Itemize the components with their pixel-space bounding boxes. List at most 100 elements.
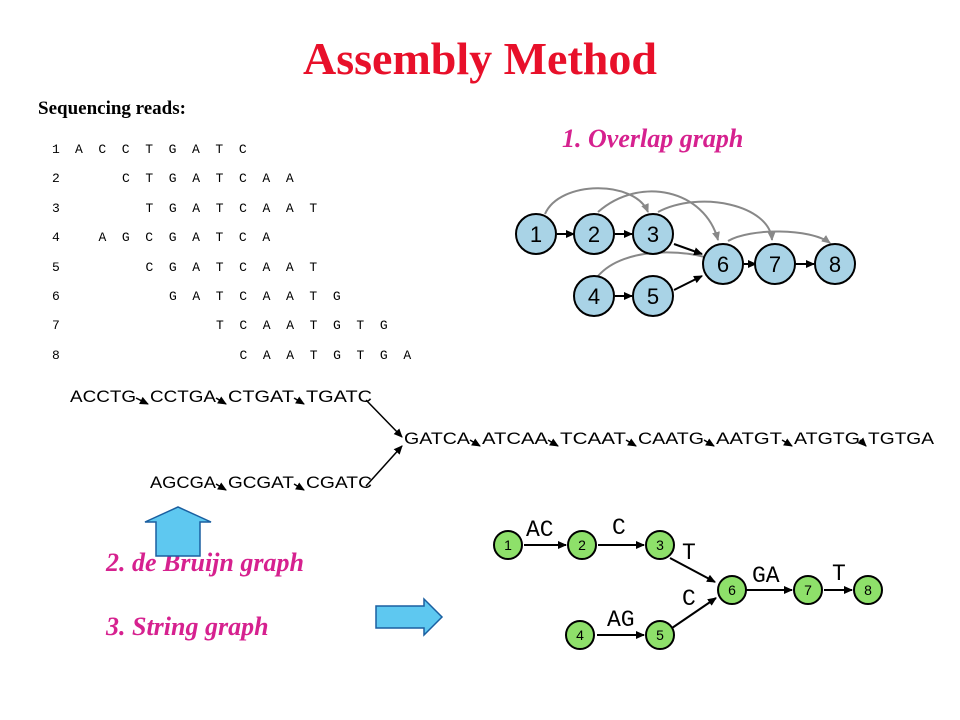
debruijn-top-kmer: CCTGA bbox=[150, 387, 217, 406]
edge-label-7-8: T bbox=[832, 561, 846, 587]
edge-label-2-3: C bbox=[612, 515, 626, 541]
read-sequence: A C C T G A T C bbox=[75, 142, 247, 157]
debruijn-top-arrow bbox=[135, 396, 149, 405]
edge-label-1-2: AC bbox=[526, 517, 554, 543]
overlap-node-7: 7 bbox=[754, 243, 796, 285]
debruijn-merged-arrow bbox=[857, 437, 867, 447]
debruijn-merged-arrow bbox=[781, 438, 793, 447]
reads-heading: Sequencing reads: bbox=[38, 98, 186, 119]
string-node-7: 7 bbox=[793, 575, 823, 605]
node-label: 4 bbox=[576, 627, 584, 643]
string-edge-3-6 bbox=[669, 557, 716, 583]
overlap-edge-2-6 bbox=[597, 190, 720, 241]
node-label: 2 bbox=[578, 537, 586, 553]
overlap-node-1: 1 bbox=[515, 213, 557, 255]
debruijn-bottom-arrow bbox=[215, 482, 227, 491]
debruijn-merged-arrow bbox=[625, 438, 637, 447]
node-label: 8 bbox=[829, 252, 841, 277]
read-number: 1 bbox=[52, 142, 60, 157]
overlap-edge-4-6 bbox=[597, 251, 714, 277]
node-label: 1 bbox=[504, 537, 512, 553]
string-node-6: 6 bbox=[717, 575, 747, 605]
string-node-4: 4 bbox=[565, 620, 595, 650]
overlap-edge-3-7 bbox=[657, 200, 776, 241]
string-graph-label: 3. String graph bbox=[106, 612, 269, 641]
node-label: 5 bbox=[647, 284, 659, 309]
string-graph-nodes: 1 2 3 4 5 6 7 8 bbox=[493, 530, 883, 650]
node-label: 7 bbox=[769, 252, 781, 277]
edge-label-5-6: C bbox=[682, 586, 696, 612]
string-graph-right-arrow-icon bbox=[375, 597, 444, 637]
overlap-node-3: 3 bbox=[632, 213, 674, 255]
read-number: 3 bbox=[52, 200, 60, 216]
overlap-graph-label: 1. Overlap graph bbox=[562, 124, 744, 153]
debruijn-join-edges bbox=[365, 399, 403, 487]
debruijn-join-top bbox=[365, 399, 403, 438]
node-label: 3 bbox=[647, 222, 659, 247]
read-sequence: C G A T C A A T bbox=[145, 259, 318, 275]
debruijn-top-arrow bbox=[293, 396, 305, 405]
string-node-3: 3 bbox=[645, 530, 675, 560]
node-label: 5 bbox=[656, 627, 664, 643]
debruijn-bottom-arrow bbox=[293, 482, 305, 491]
edge-label-3-6: T bbox=[682, 540, 696, 566]
node-label: 1 bbox=[530, 222, 542, 247]
string-node-1: 1 bbox=[493, 530, 523, 560]
overlap-node-5: 5 bbox=[632, 275, 674, 317]
debruijn-up-arrow-icon bbox=[144, 506, 212, 557]
overlap-node-4: 4 bbox=[573, 275, 615, 317]
node-label: 6 bbox=[717, 252, 729, 277]
read-sequence: A G C G A T C A bbox=[98, 230, 271, 246]
node-label: 2 bbox=[588, 222, 600, 247]
debruijn-join-bottom bbox=[365, 445, 403, 487]
read-sequence: G A T C A A T G bbox=[169, 288, 341, 304]
overlap-edge-5-6 bbox=[673, 275, 703, 291]
node-label: 6 bbox=[728, 582, 736, 598]
edge-label-4-5: AG bbox=[607, 607, 635, 633]
string-node-2: 2 bbox=[567, 530, 597, 560]
debruijn-merged-kmer: TCAAT bbox=[560, 429, 626, 448]
debruijn-merged-arrow bbox=[469, 438, 481, 447]
read-number: 7 bbox=[52, 318, 60, 334]
debruijn-top-arrow bbox=[215, 396, 227, 405]
debruijn-merged-kmer: ATGTG bbox=[794, 429, 860, 448]
debruijn-merged-arrow bbox=[703, 438, 715, 447]
read-number: 2 bbox=[52, 171, 60, 187]
debruijn-top-kmer: TGATC bbox=[306, 387, 372, 406]
read-number: 8 bbox=[52, 347, 60, 363]
node-label: 4 bbox=[588, 284, 600, 309]
overlap-node-8: 8 bbox=[814, 243, 856, 285]
string-graph-edges bbox=[524, 541, 853, 639]
debruijn-bottom-kmer: CGATC bbox=[306, 473, 372, 492]
debruijn-graph-label: 2. de Bruijn graph bbox=[106, 548, 304, 577]
read-sequence: C T G A T C A A bbox=[122, 171, 294, 187]
read-sequence: T G A T C A A T bbox=[145, 200, 318, 216]
page-title: Assembly Method bbox=[303, 33, 657, 84]
string-edge-5-6 bbox=[671, 597, 717, 629]
edge-label-6-7: GA bbox=[752, 563, 780, 589]
debruijn-merged-kmer: GATCA bbox=[404, 429, 471, 448]
debruijn-top-kmer: CTGAT bbox=[228, 387, 294, 406]
debruijn-merged-kmer: CAATG bbox=[638, 429, 704, 448]
overlap-graph-edges bbox=[557, 230, 815, 300]
debruijn-bottom-kmer: AGCGA bbox=[150, 473, 217, 492]
read-sequence: C A A T G T G A bbox=[239, 347, 412, 363]
node-label: 7 bbox=[804, 582, 812, 598]
string-node-8: 8 bbox=[853, 575, 883, 605]
read-number: 4 bbox=[52, 230, 60, 246]
overlap-edge-3-6 bbox=[673, 243, 703, 256]
debruijn-merged-arrow bbox=[547, 438, 559, 447]
debruijn-merged-kmer: TGTGA bbox=[868, 429, 935, 448]
read-sequence: T C A A T G T G bbox=[216, 318, 388, 334]
node-label: 3 bbox=[656, 537, 664, 553]
debruijn-top-kmer: ACCTG bbox=[70, 387, 136, 406]
string-graph-edge-labels: AC C T C AG GA T bbox=[526, 515, 846, 633]
overlap-edge-1-3 bbox=[544, 187, 649, 215]
overlap-node-6: 6 bbox=[702, 243, 744, 285]
overlap-edge-6-8 bbox=[727, 230, 831, 244]
string-node-5: 5 bbox=[645, 620, 675, 650]
read-number: 5 bbox=[52, 259, 60, 275]
node-label: 8 bbox=[864, 582, 872, 598]
